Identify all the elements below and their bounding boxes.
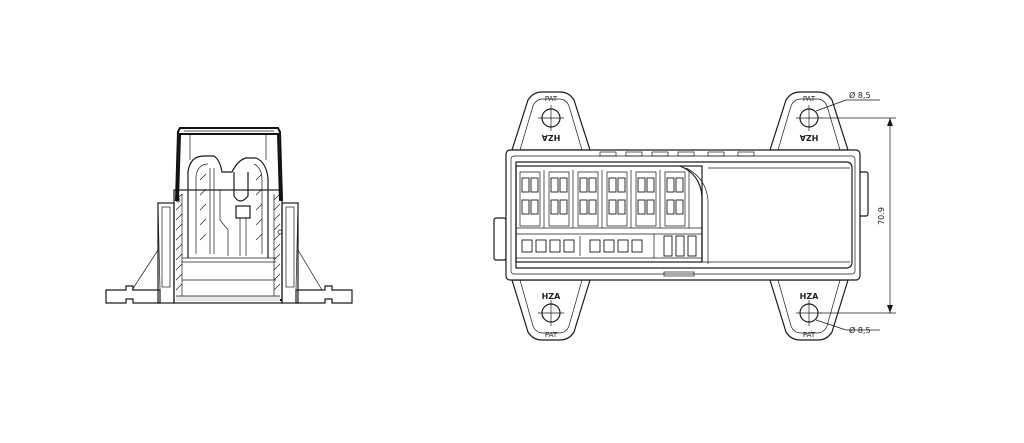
mount-tab-top-right: PAT HZA <box>769 91 849 151</box>
fuse-grid <box>515 165 703 263</box>
left-latch <box>493 217 507 261</box>
tab-label: PAT <box>803 95 816 103</box>
tab-label: PAT <box>545 331 558 339</box>
tab-label: HZA <box>799 133 818 142</box>
dimensions: Ø 8,5 Ø 8,5 70.9 <box>815 90 896 335</box>
mount-tab-bottom-left: HZA PAT <box>511 279 591 341</box>
side-view <box>105 127 353 304</box>
right-flange <box>295 285 353 304</box>
mount-tab-top-left: PAT HZA <box>511 91 591 151</box>
left-rib <box>131 202 161 291</box>
right-rib <box>295 202 323 291</box>
body-lower <box>173 189 283 304</box>
housing-inner <box>515 161 853 269</box>
mount-tab-bottom-right: HZA PAT <box>769 279 849 341</box>
housing-outer <box>505 149 861 281</box>
tab-label: HZA <box>541 133 560 142</box>
tab-label: PAT <box>803 331 816 339</box>
tab-label: HZA <box>800 292 819 301</box>
cover <box>174 127 284 201</box>
height-dimension-label: 70.9 <box>877 207 886 225</box>
hole-diameter-label-bottom: Ø 8,5 <box>849 325 871 335</box>
left-bracket <box>157 202 175 304</box>
right-bracket <box>281 202 299 304</box>
tab-label: PAT <box>545 95 558 103</box>
hole-diameter-label-top: Ø 8,5 <box>849 90 871 100</box>
fuse-profile <box>187 155 269 258</box>
tab-label: HZA <box>542 292 561 301</box>
top-view: PAT HZA PAT HZA HZA PAT <box>493 91 869 341</box>
